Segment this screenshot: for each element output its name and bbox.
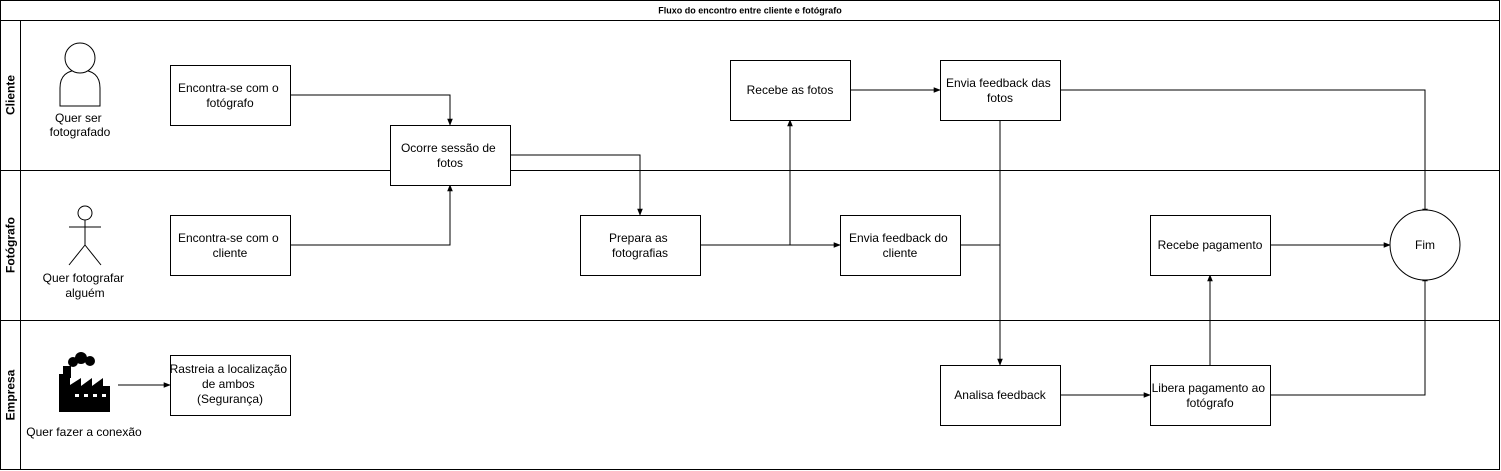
connector-fotografo-to-sessao	[290, 184, 453, 246]
user-icon	[59, 42, 101, 107]
actor-label-empresa: Quer fazer a conexão	[26, 425, 142, 439]
lane-label-cliente: Cliente	[4, 75, 18, 115]
svg-text:Encontra-se com o client: Encontra-se com o cliente	[178, 231, 282, 260]
step-recebe-pagamento: Recebe pagamento	[1150, 215, 1271, 276]
step-recebe-fotos: Recebe as fotos	[730, 60, 851, 121]
connector-libera-to-fim	[1270, 274, 1428, 396]
end-event-fim: Fim	[1389, 209, 1461, 281]
step-envia-feedback-cliente: Envia feedback do cliente	[840, 215, 961, 276]
step-libera-pagamento: Libera pagamento ao fotógrafo	[1150, 365, 1271, 426]
svg-text:Analisa feedback: Analisa feedback	[954, 388, 1046, 402]
step-prepara-fotografias: Prepara as fotografias	[580, 215, 701, 276]
step-rastreia-localizacao: Rastreia a localização de ambos (Seguran…	[170, 355, 291, 416]
step-fotografo-encontra: Encontra-se com o cliente	[170, 215, 291, 276]
svg-text:Recebe pagamento: Recebe pagamento	[1158, 238, 1263, 252]
connector-cliente-to-sessao	[290, 94, 453, 126]
svg-text:Rastreia a localização d: Rastreia a localização de ambos (Seguran…	[170, 362, 291, 406]
actor-label-cliente: Quer ser fotografado	[50, 111, 111, 139]
step-envia-feedback-fotos: Envia feedback das fotos	[940, 60, 1061, 121]
svg-text:Ocorre sessão de fotos: Ocorre sessão de fotos	[401, 141, 499, 170]
factory-icon	[59, 352, 110, 412]
connector-sessao-to-prepara	[510, 154, 643, 216]
svg-text:Envia feedback das fotos: Envia feedback das fotos	[946, 76, 1054, 105]
svg-text:Prepara as fotografias: Prepara as fotografias	[609, 231, 671, 260]
lane-label-empresa: Empresa	[4, 369, 18, 420]
svg-text:Recebe as fotos: Recebe as fotos	[747, 83, 834, 97]
svg-text:Encontra-se com o fotógr: Encontra-se com o fotógrafo	[178, 81, 282, 110]
svg-text:Libera pagamento ao fotó: Libera pagamento ao fotógrafo	[1152, 381, 1269, 410]
step-sessao-fotos: Ocorre sessão de fotos	[390, 125, 511, 186]
step-cliente-encontra: Encontra-se com o fotógrafo	[170, 65, 291, 126]
svg-text:Envia feedback do client: Envia feedback do cliente	[849, 231, 951, 260]
stick-figure-icon	[68, 205, 102, 266]
connector-feedback-fotos-to-fim	[1060, 89, 1428, 216]
lane-label-fotografo: Fotógrafo	[4, 217, 18, 273]
actor-label-fotografo: Quer fotografar alguém	[43, 271, 128, 300]
svg-text:Fim: Fim	[1415, 238, 1435, 252]
diagram-title: Fluxo do encontro entre cliente e fotógr…	[658, 6, 842, 16]
step-analisa-feedback: Analisa feedback	[940, 365, 1061, 426]
